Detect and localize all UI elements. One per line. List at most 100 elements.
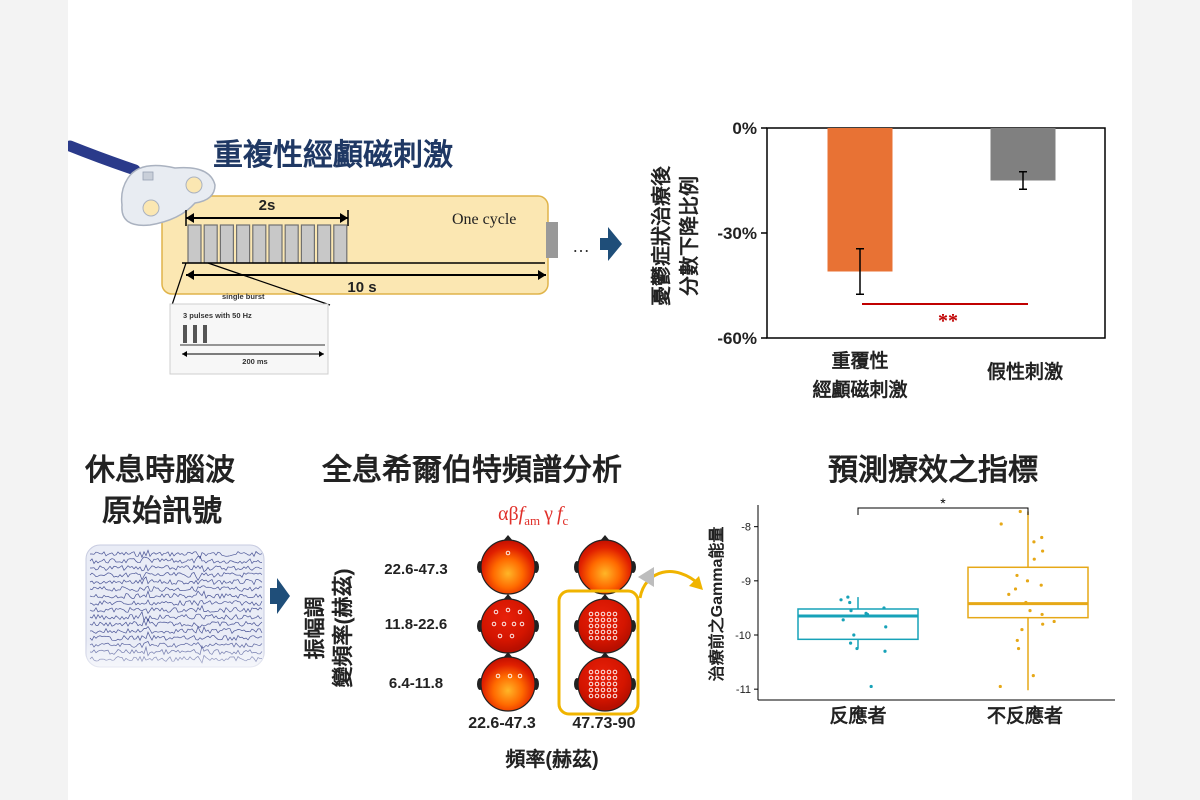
pulse-train xyxy=(300,224,315,264)
electrode-marker xyxy=(491,621,497,627)
pulse-train xyxy=(187,224,202,264)
electrode-marker xyxy=(519,621,525,627)
electrode-marker xyxy=(612,611,618,617)
electrode-marker xyxy=(600,611,606,617)
data-point xyxy=(855,646,859,651)
eeg-trace xyxy=(89,589,263,600)
electrode-marker xyxy=(588,629,594,635)
pulse-train xyxy=(333,224,348,264)
scalp-map xyxy=(480,539,536,595)
data-point xyxy=(1041,549,1045,553)
nose-icon xyxy=(503,594,513,600)
box-y-tick-label: -9 xyxy=(741,576,751,588)
highlight-box xyxy=(557,589,640,716)
pulse-trains xyxy=(187,224,348,264)
data-point xyxy=(864,611,868,615)
electrode-marker xyxy=(588,669,594,675)
electrode-marker xyxy=(505,550,511,556)
electrode-marker xyxy=(507,673,513,679)
bar-category-tms-line2: 經顱磁刺激 xyxy=(812,378,907,401)
topomap-head xyxy=(477,652,539,712)
electrode-marker xyxy=(594,611,600,617)
bar-category-tms-line1: 重覆性 xyxy=(831,349,888,372)
electrode-marker xyxy=(612,693,618,699)
electrode-marker xyxy=(594,669,600,675)
eeg-trace xyxy=(89,555,263,565)
spectral-ytitle-line1: 振幅調 xyxy=(303,597,327,660)
electrode-marker xyxy=(509,633,515,639)
eeg-title-line2: 原始訊號 xyxy=(102,494,222,529)
col-label: 47.73-90 xyxy=(572,715,635,732)
bar-chart: 憂鬱症狀治療後 分數下降比例 0%-30%-60% ** 重覆性 經顱磁刺激 假… xyxy=(649,119,1106,401)
electrode-marker xyxy=(588,617,594,623)
electrode-marker xyxy=(606,623,612,629)
data-point xyxy=(1024,600,1028,605)
legend-f: f xyxy=(557,503,565,525)
electrode-marker xyxy=(612,635,618,641)
electrode-marker xyxy=(588,675,594,681)
electrode-marker xyxy=(606,693,612,699)
electrode-marker xyxy=(594,687,600,693)
significance-bracket xyxy=(857,507,1029,515)
electrode-marker xyxy=(588,635,594,641)
electrode-marker xyxy=(600,687,606,693)
data-point xyxy=(884,625,888,629)
eeg-trace xyxy=(89,604,263,614)
box-y-tick-label: -8 xyxy=(741,522,751,534)
eeg-trace xyxy=(89,576,263,586)
electrode-marker xyxy=(600,675,606,681)
electrode-marker xyxy=(612,623,618,629)
bar-category-sham: 假性刺激 xyxy=(987,360,1063,383)
bar-chart-y-ticks: 0%-30%-60% xyxy=(717,119,767,348)
nose-icon xyxy=(600,535,610,541)
eeg-trace xyxy=(90,564,262,573)
box-chart-title: 預測療效之指標 xyxy=(828,453,1038,488)
electrode-marker xyxy=(606,669,612,675)
electrode-marker xyxy=(600,681,606,687)
box-plot-marks xyxy=(797,509,1089,691)
electrode-marker xyxy=(588,623,594,629)
data-point xyxy=(1039,583,1043,587)
train-duration-arrow xyxy=(185,210,349,226)
box-category-label: 反應者 xyxy=(829,704,886,727)
cycle-duration-label: 10 s xyxy=(347,279,376,296)
eeg-signal-image xyxy=(85,544,290,690)
topomap-head xyxy=(574,652,636,712)
electrode-marker xyxy=(612,687,618,693)
data-point xyxy=(1040,612,1044,617)
topomap-head xyxy=(477,594,539,654)
cycle-duration-arrow xyxy=(186,270,546,280)
electrode-marker xyxy=(511,621,517,627)
scalp-map xyxy=(480,598,536,654)
significance-marker: ** xyxy=(938,310,958,332)
electrode-marker xyxy=(588,693,594,699)
box xyxy=(967,566,1089,619)
electrode-marker xyxy=(612,675,618,681)
data-point xyxy=(1028,609,1032,613)
eeg-trace xyxy=(89,585,263,592)
box-plot-ylabel: 治療前之Gamma能量 xyxy=(707,527,726,682)
callout-connector-icon xyxy=(638,567,654,587)
electrode-marker xyxy=(600,635,606,641)
highlight-callout-arrow xyxy=(638,570,702,599)
burst-pulse xyxy=(183,325,187,343)
electrode-marker xyxy=(588,681,594,687)
bar-chart-ylabel-line1: 憂鬱症狀治療後 xyxy=(649,165,673,306)
pulse-train xyxy=(317,224,332,264)
col-label: 22.6-47.3 xyxy=(468,715,536,732)
data-point xyxy=(1013,587,1018,591)
data-point xyxy=(846,595,850,599)
data-point xyxy=(1032,557,1036,561)
electrode-marker xyxy=(600,693,606,699)
bar-y-tick-label: -30% xyxy=(717,224,757,243)
electrode-marker xyxy=(495,673,501,679)
electrode-marker xyxy=(600,629,606,635)
electrode-marker xyxy=(606,629,612,635)
zoom-line-right xyxy=(207,262,331,306)
data-point xyxy=(1025,579,1030,583)
electrode-marker xyxy=(606,687,612,693)
data-point xyxy=(852,633,856,637)
next-cycle-stub xyxy=(546,222,558,258)
data-point xyxy=(848,600,852,605)
